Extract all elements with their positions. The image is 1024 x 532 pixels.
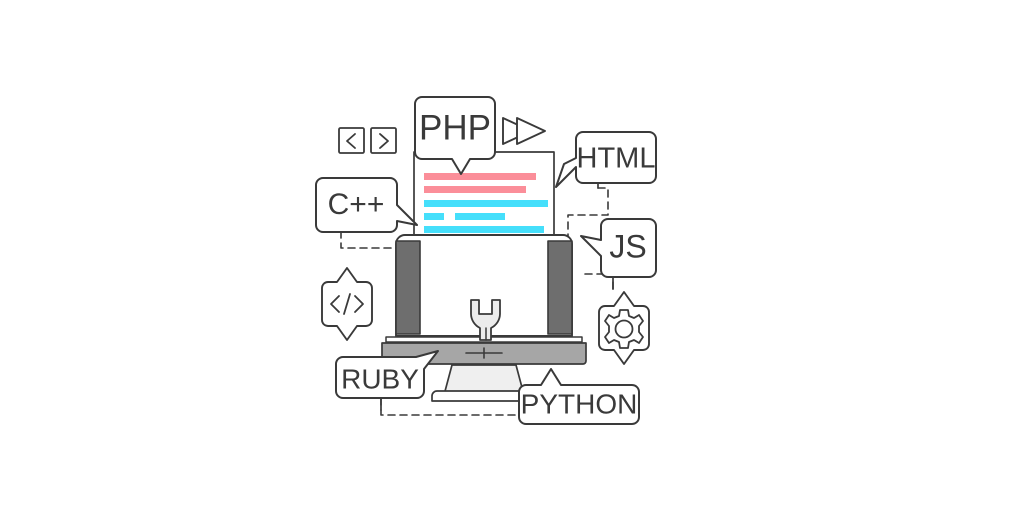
prev-button[interactable] xyxy=(338,127,365,154)
chevron-left-icon xyxy=(346,133,356,149)
next-button[interactable] xyxy=(370,127,397,154)
bubble-label-python: PYTHON xyxy=(521,388,638,419)
monitor-panel-right xyxy=(547,240,573,335)
bubble-html[interactable] xyxy=(555,131,657,188)
play-arrow-2[interactable] xyxy=(516,117,546,145)
bubble-label-php: PHP xyxy=(419,108,491,147)
monitor-panel-left xyxy=(395,240,421,335)
bubble-js[interactable] xyxy=(580,218,657,278)
bubble-cpp[interactable] xyxy=(315,177,418,233)
code-line xyxy=(424,200,548,207)
code-line xyxy=(455,213,505,220)
code-line xyxy=(424,173,536,180)
dashed-connector-right-upper xyxy=(567,187,609,237)
bubble-python[interactable] xyxy=(518,368,640,425)
code-line xyxy=(424,213,444,220)
bubble-label-ruby: RUBY xyxy=(341,363,419,394)
code-line xyxy=(424,186,526,193)
monitor-stand xyxy=(431,364,537,402)
bubble-label-js: JS xyxy=(609,228,646,264)
gear-badge[interactable] xyxy=(598,291,650,365)
chevron-right-icon xyxy=(379,133,389,149)
dashed-connector-left-upper xyxy=(340,218,399,249)
wrench-icon xyxy=(470,299,501,341)
bubble-php[interactable] xyxy=(414,96,496,175)
code-brackets-badge[interactable] xyxy=(321,267,373,341)
gear-icon xyxy=(604,309,644,349)
code-line xyxy=(424,226,544,233)
bubble-label-cpp: C++ xyxy=(328,188,385,221)
bubble-label-html: HTML xyxy=(577,143,656,175)
bubble-ruby[interactable] xyxy=(335,350,439,399)
